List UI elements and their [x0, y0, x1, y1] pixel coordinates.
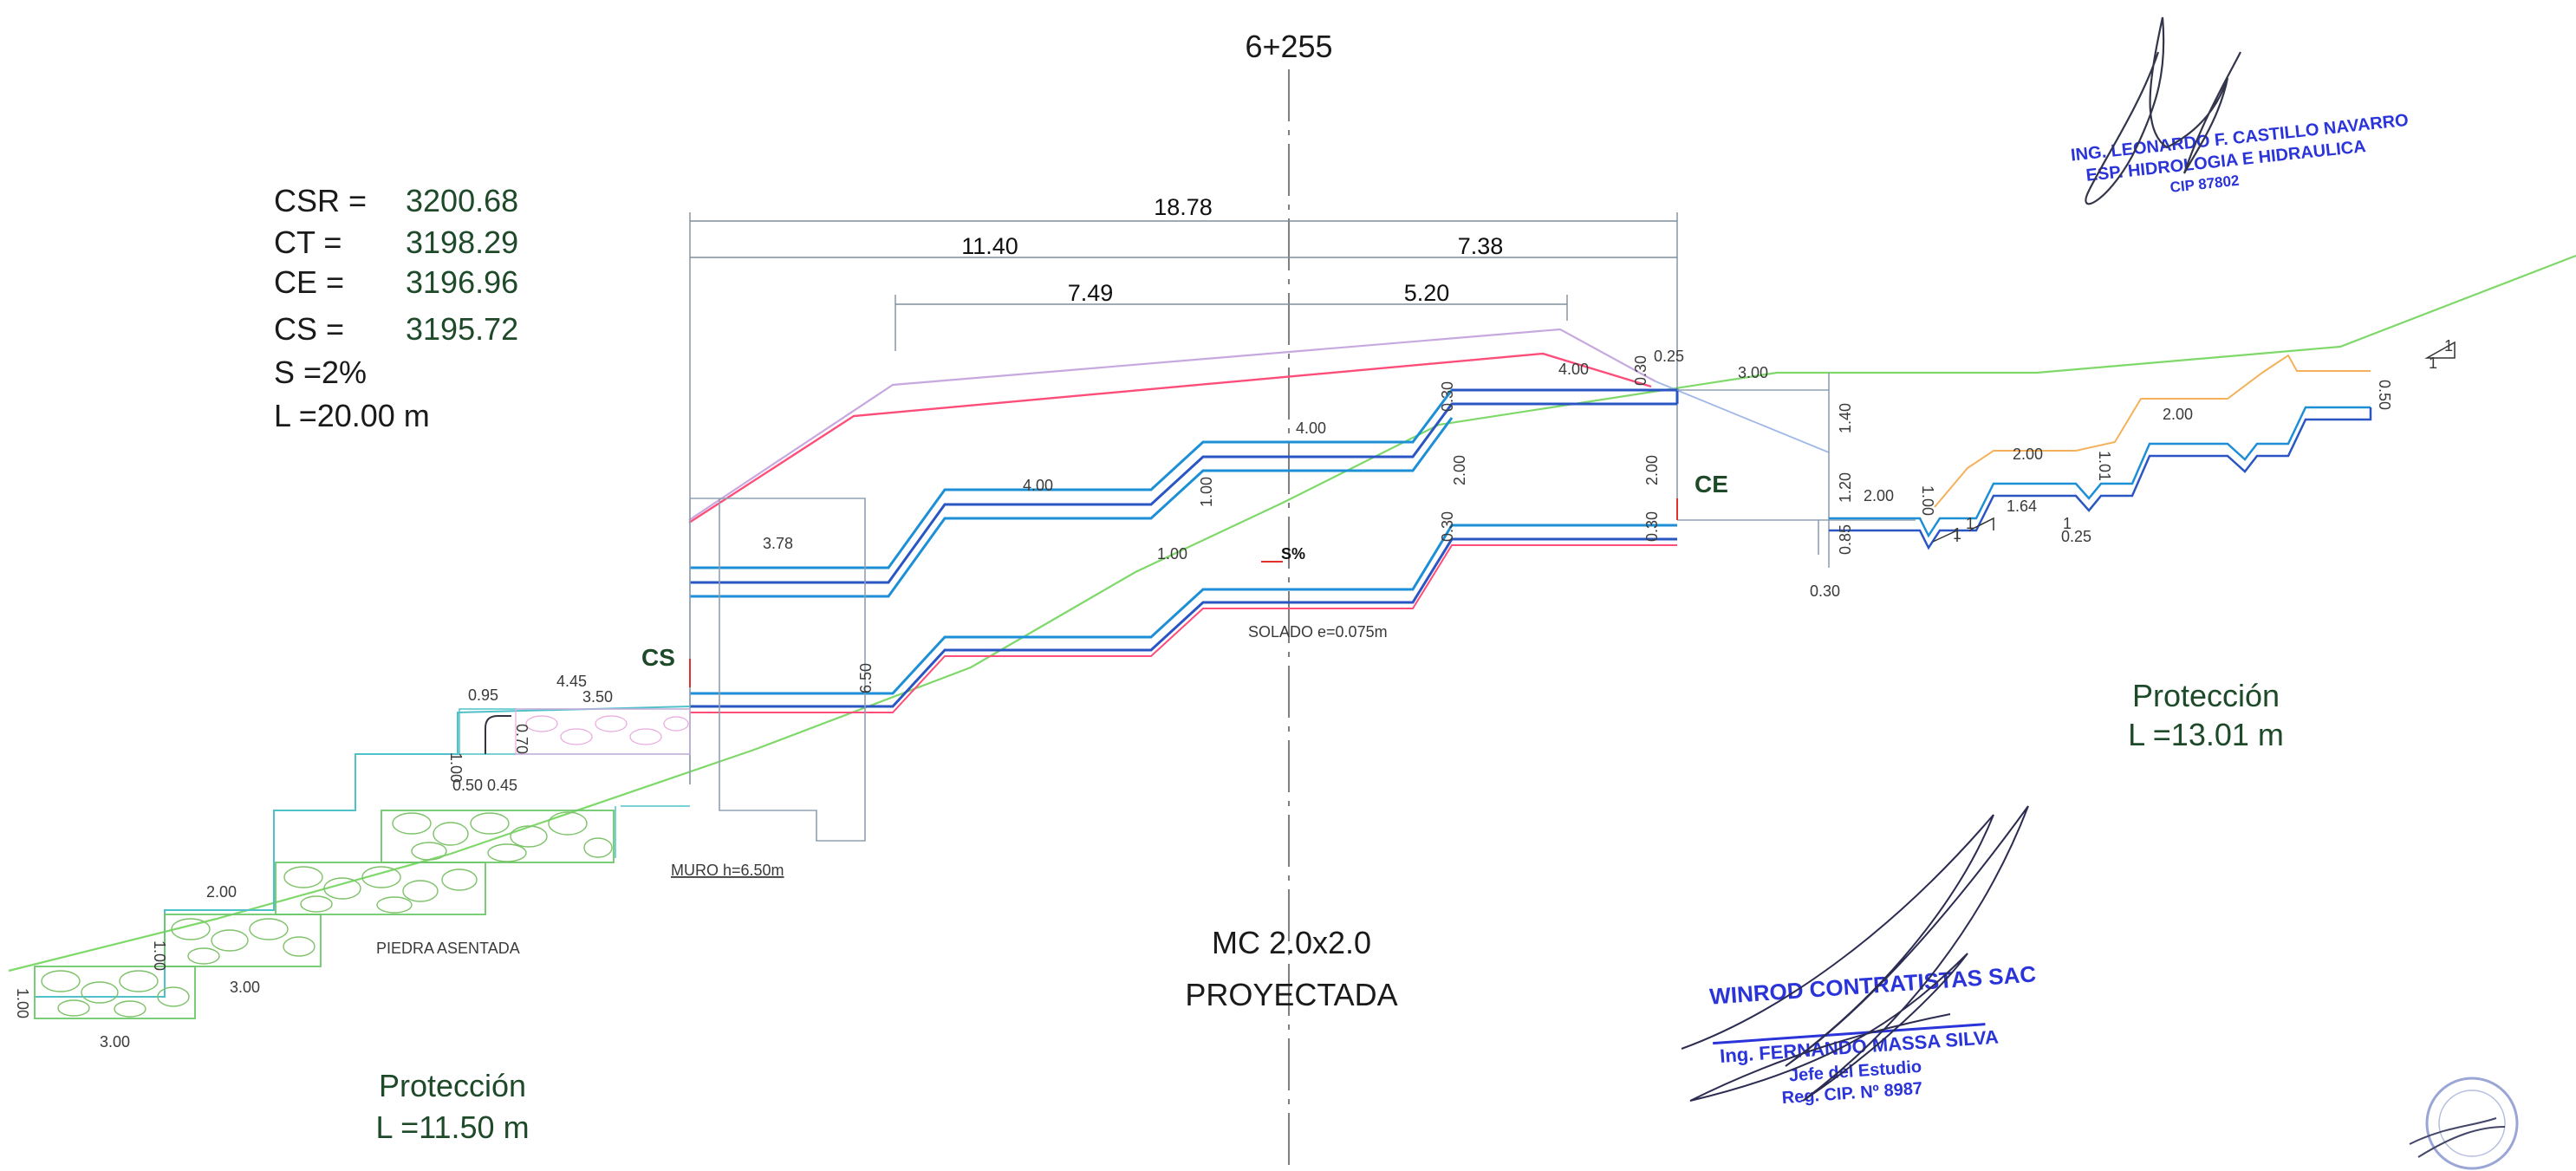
round-seal — [2409, 1077, 2519, 1170]
svg-text:0.30: 0.30 — [1643, 511, 1661, 542]
muro-label: MURO h=6.50m — [671, 862, 784, 879]
dim-right: 7.38 — [1458, 233, 1504, 259]
road-right-line — [1655, 381, 1830, 453]
slope-pct-label: S% — [1281, 545, 1305, 563]
dim-left: 11.40 — [961, 233, 1018, 259]
svg-text:0.30: 0.30 — [1810, 582, 1840, 600]
piedra-label: PIEDRA ASENTADA — [376, 940, 520, 957]
svg-text:0.30: 0.30 — [1439, 381, 1456, 412]
svg-text:3.50: 3.50 — [582, 688, 613, 706]
terrain-line — [8, 254, 2576, 973]
protection-left-length: L =11.50 m — [375, 1109, 529, 1145]
svg-text:2.00: 2.00 — [1643, 455, 1661, 485]
dim-inner-right: 5.20 — [1404, 280, 1450, 306]
svg-text:2.00: 2.00 — [2163, 406, 2193, 423]
svg-text:1: 1 — [1966, 515, 1974, 532]
slope-label: S =2% — [274, 355, 367, 390]
svg-text:3.78: 3.78 — [763, 535, 793, 552]
level-value: 3195.72 — [406, 311, 518, 347]
svg-text:1.01: 1.01 — [2096, 451, 2113, 481]
svg-text:1.64: 1.64 — [2007, 498, 2037, 515]
culvert-channel — [690, 388, 1679, 713]
svg-text:0.25: 0.25 — [1654, 348, 1684, 365]
small-dimensions: 3.78 4.00 1.00 1.00 4.00 0.30 4.00 0.30 … — [14, 337, 2453, 1051]
dim-total: 18.78 — [1154, 194, 1213, 220]
cs-label: CS — [641, 644, 675, 671]
level-label: CSR = — [274, 183, 367, 218]
svg-text:3.00: 3.00 — [100, 1033, 130, 1051]
svg-text:3.00: 3.00 — [1738, 364, 1768, 381]
svg-text:2.00: 2.00 — [206, 883, 237, 901]
protection-right-title: Protección — [2132, 678, 2280, 713]
level-label: CS = — [274, 311, 344, 347]
solado-label: SOLADO e=0.075m — [1248, 623, 1388, 641]
svg-text:3.00: 3.00 — [230, 979, 260, 996]
svg-text:0.95: 0.95 — [468, 686, 498, 704]
svg-text:0.50: 0.50 — [452, 777, 483, 794]
culvert-title: MC 2.0x2.0 — [1212, 925, 1371, 960]
svg-text:6.50: 6.50 — [857, 663, 875, 693]
svg-text:1.00: 1.00 — [1198, 477, 1215, 507]
svg-text:1: 1 — [1953, 525, 1961, 543]
engineer-stamp: ING. LEONARDO F. CASTILLO NAVARRO ESP. H… — [2070, 111, 2410, 196]
level-value: 3196.96 — [406, 264, 518, 300]
svg-text:1: 1 — [2429, 355, 2437, 372]
svg-text:1.00: 1.00 — [447, 752, 465, 783]
right-protection — [1829, 354, 2372, 550]
level-label: CT = — [274, 224, 342, 260]
engineer-signature — [2085, 16, 2241, 205]
road-upper-line — [688, 328, 1656, 521]
svg-text:CIP 87802: CIP 87802 — [2169, 172, 2241, 196]
svg-text:1.00: 1.00 — [14, 988, 31, 1018]
svg-text:0.70: 0.70 — [513, 724, 530, 754]
company-signature — [1681, 805, 2029, 1102]
svg-text:1: 1 — [2063, 515, 2072, 532]
levels-block: CSR = 3200.68 CT = 3198.29 CE = 3196.96 … — [274, 183, 518, 433]
culvert-subtitle: PROYECTADA — [1185, 977, 1397, 1012]
svg-text:2.00: 2.00 — [1864, 487, 1894, 504]
svg-text:0.30: 0.30 — [1632, 355, 1649, 386]
protection-right-length: L =13.01 m — [2128, 717, 2284, 752]
svg-text:0.30: 0.30 — [1439, 511, 1456, 542]
svg-text:2.00: 2.00 — [2013, 446, 2043, 463]
svg-text:4.00: 4.00 — [1558, 361, 1589, 378]
svg-text:1.20: 1.20 — [1837, 472, 1854, 503]
level-label: CE = — [274, 264, 344, 300]
slope-symbols — [1932, 341, 2456, 543]
level-value: 3200.68 — [406, 183, 518, 218]
dim-inner-left: 7.49 — [1068, 280, 1114, 306]
svg-text:4.45: 4.45 — [556, 673, 587, 690]
length-label: L =20.00 m — [274, 398, 430, 433]
level-value: 3198.29 — [406, 224, 518, 260]
road-line — [688, 352, 1652, 524]
ce-label: CE — [1695, 471, 1728, 498]
svg-text:1.00: 1.00 — [151, 940, 168, 971]
station-label: 6+255 — [1245, 29, 1332, 64]
protection-left-title: Protección — [379, 1068, 526, 1103]
svg-text:WINROD CONTRATISTAS SAC: WINROD CONTRATISTAS SAC — [1708, 960, 2037, 1009]
svg-text:1.00: 1.00 — [1157, 545, 1187, 563]
svg-text:4.00: 4.00 — [1296, 420, 1326, 437]
svg-text:0.25: 0.25 — [2061, 528, 2091, 545]
svg-text:1.40: 1.40 — [1837, 403, 1854, 433]
left-protection — [34, 706, 691, 1019]
svg-text:0.50: 0.50 — [2376, 380, 2393, 410]
svg-text:0.85: 0.85 — [1837, 524, 1854, 555]
svg-text:1: 1 — [2444, 337, 2453, 355]
svg-text:4.00: 4.00 — [1023, 477, 1053, 494]
svg-text:0.45: 0.45 — [487, 777, 517, 794]
svg-text:2.00: 2.00 — [1451, 455, 1468, 485]
svg-text:1.00: 1.00 — [1919, 485, 1936, 516]
